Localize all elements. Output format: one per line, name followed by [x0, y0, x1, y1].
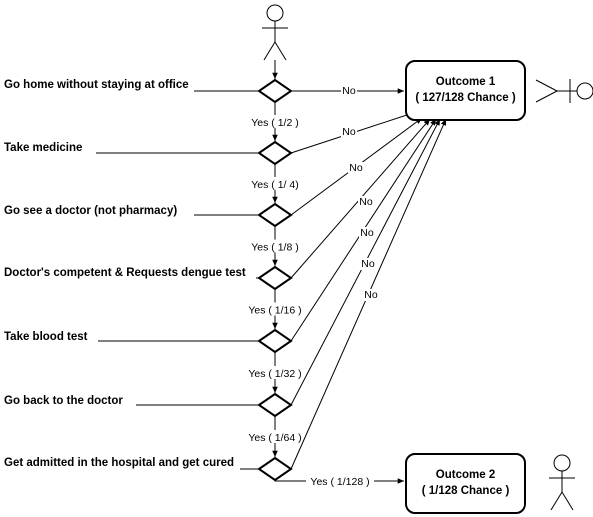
no-label: No: [360, 227, 374, 239]
step-label: Doctor's competent & Requests dengue tes…: [4, 267, 246, 279]
outcome-2-actor-icon: [549, 454, 575, 511]
outcome-1-box[interactable]: Outcome 1 ( 127/128 Chance ): [405, 60, 526, 121]
no-label: No: [342, 126, 356, 138]
step-7[interactable]: Get admitted in the hospital and get cur…: [4, 118, 447, 488]
start-actor-icon: [262, 4, 288, 61]
yes-label: Yes ( 1/8 ): [251, 242, 298, 254]
no-label-bg: [359, 227, 375, 239]
step-label: Get admitted in the hospital and get cur…: [4, 457, 234, 469]
step-label: Go back to the doctor: [4, 395, 123, 407]
yes-label-bg: [247, 239, 303, 253]
no-label-bg: [341, 126, 357, 138]
decision-diamond[interactable]: [257, 140, 293, 166]
decision-diamond[interactable]: [257, 392, 293, 418]
outcome-1-chance: ( 127/128 Chance ): [415, 92, 516, 104]
step-label: Take blood test: [4, 331, 88, 343]
outcome-2-title: Outcome 2: [436, 469, 495, 481]
step-3[interactable]: Go see a doctor (not pharmacy) Yes ( 1/8 …: [4, 117, 423, 266]
step-label: Go see a doctor (not pharmacy): [4, 205, 177, 217]
yes-label-bg: [247, 302, 303, 316]
yes-label-bg: [306, 474, 374, 487]
yes-label: Yes ( 1/128 ): [310, 476, 369, 488]
outcome-2-box[interactable]: Outcome 2 ( 1/128 Chance ): [405, 453, 526, 514]
no-label: No: [342, 85, 356, 97]
yes-label: Yes ( 1/32 ): [248, 368, 301, 380]
outcome-1-actor-icon: [535, 79, 593, 103]
no-label: No: [361, 258, 375, 270]
yes-label-bg: [247, 366, 303, 379]
step-label: Go home without staying at office: [4, 79, 189, 91]
no-label-bg: [341, 85, 357, 97]
no-label: No: [349, 162, 363, 174]
no-label-bg: [348, 162, 364, 174]
no-label-bg: [360, 258, 376, 270]
step-label: Take medicine: [4, 142, 82, 154]
decision-diamond[interactable]: [257, 78, 293, 104]
decision-diamond[interactable]: [257, 456, 293, 482]
yes-label-bg: [247, 115, 303, 128]
yes-label: Yes ( 1/2 ): [251, 117, 298, 129]
yes-label-bg: [247, 430, 303, 443]
step-4[interactable]: Doctor's competent & Requests dengue tes…: [4, 118, 431, 329]
yes-label: Yes ( 1/64 ): [248, 432, 301, 444]
yes-label: Yes ( 1/16 ): [248, 305, 301, 317]
decision-diamond[interactable]: [257, 328, 293, 354]
no-label-bg: [363, 289, 379, 301]
decision-diamond[interactable]: [257, 265, 293, 291]
yes-label-bg: [247, 177, 303, 190]
no-label-bg: [358, 196, 374, 208]
yes-label: Yes ( 1/ 4): [251, 179, 298, 191]
decision-diamond[interactable]: [257, 202, 293, 228]
no-label: No: [364, 289, 378, 301]
outcome-1-title: Outcome 1: [436, 76, 496, 88]
no-label: No: [359, 196, 373, 208]
outcome-2-chance: ( 1/128 Chance ): [422, 485, 510, 497]
